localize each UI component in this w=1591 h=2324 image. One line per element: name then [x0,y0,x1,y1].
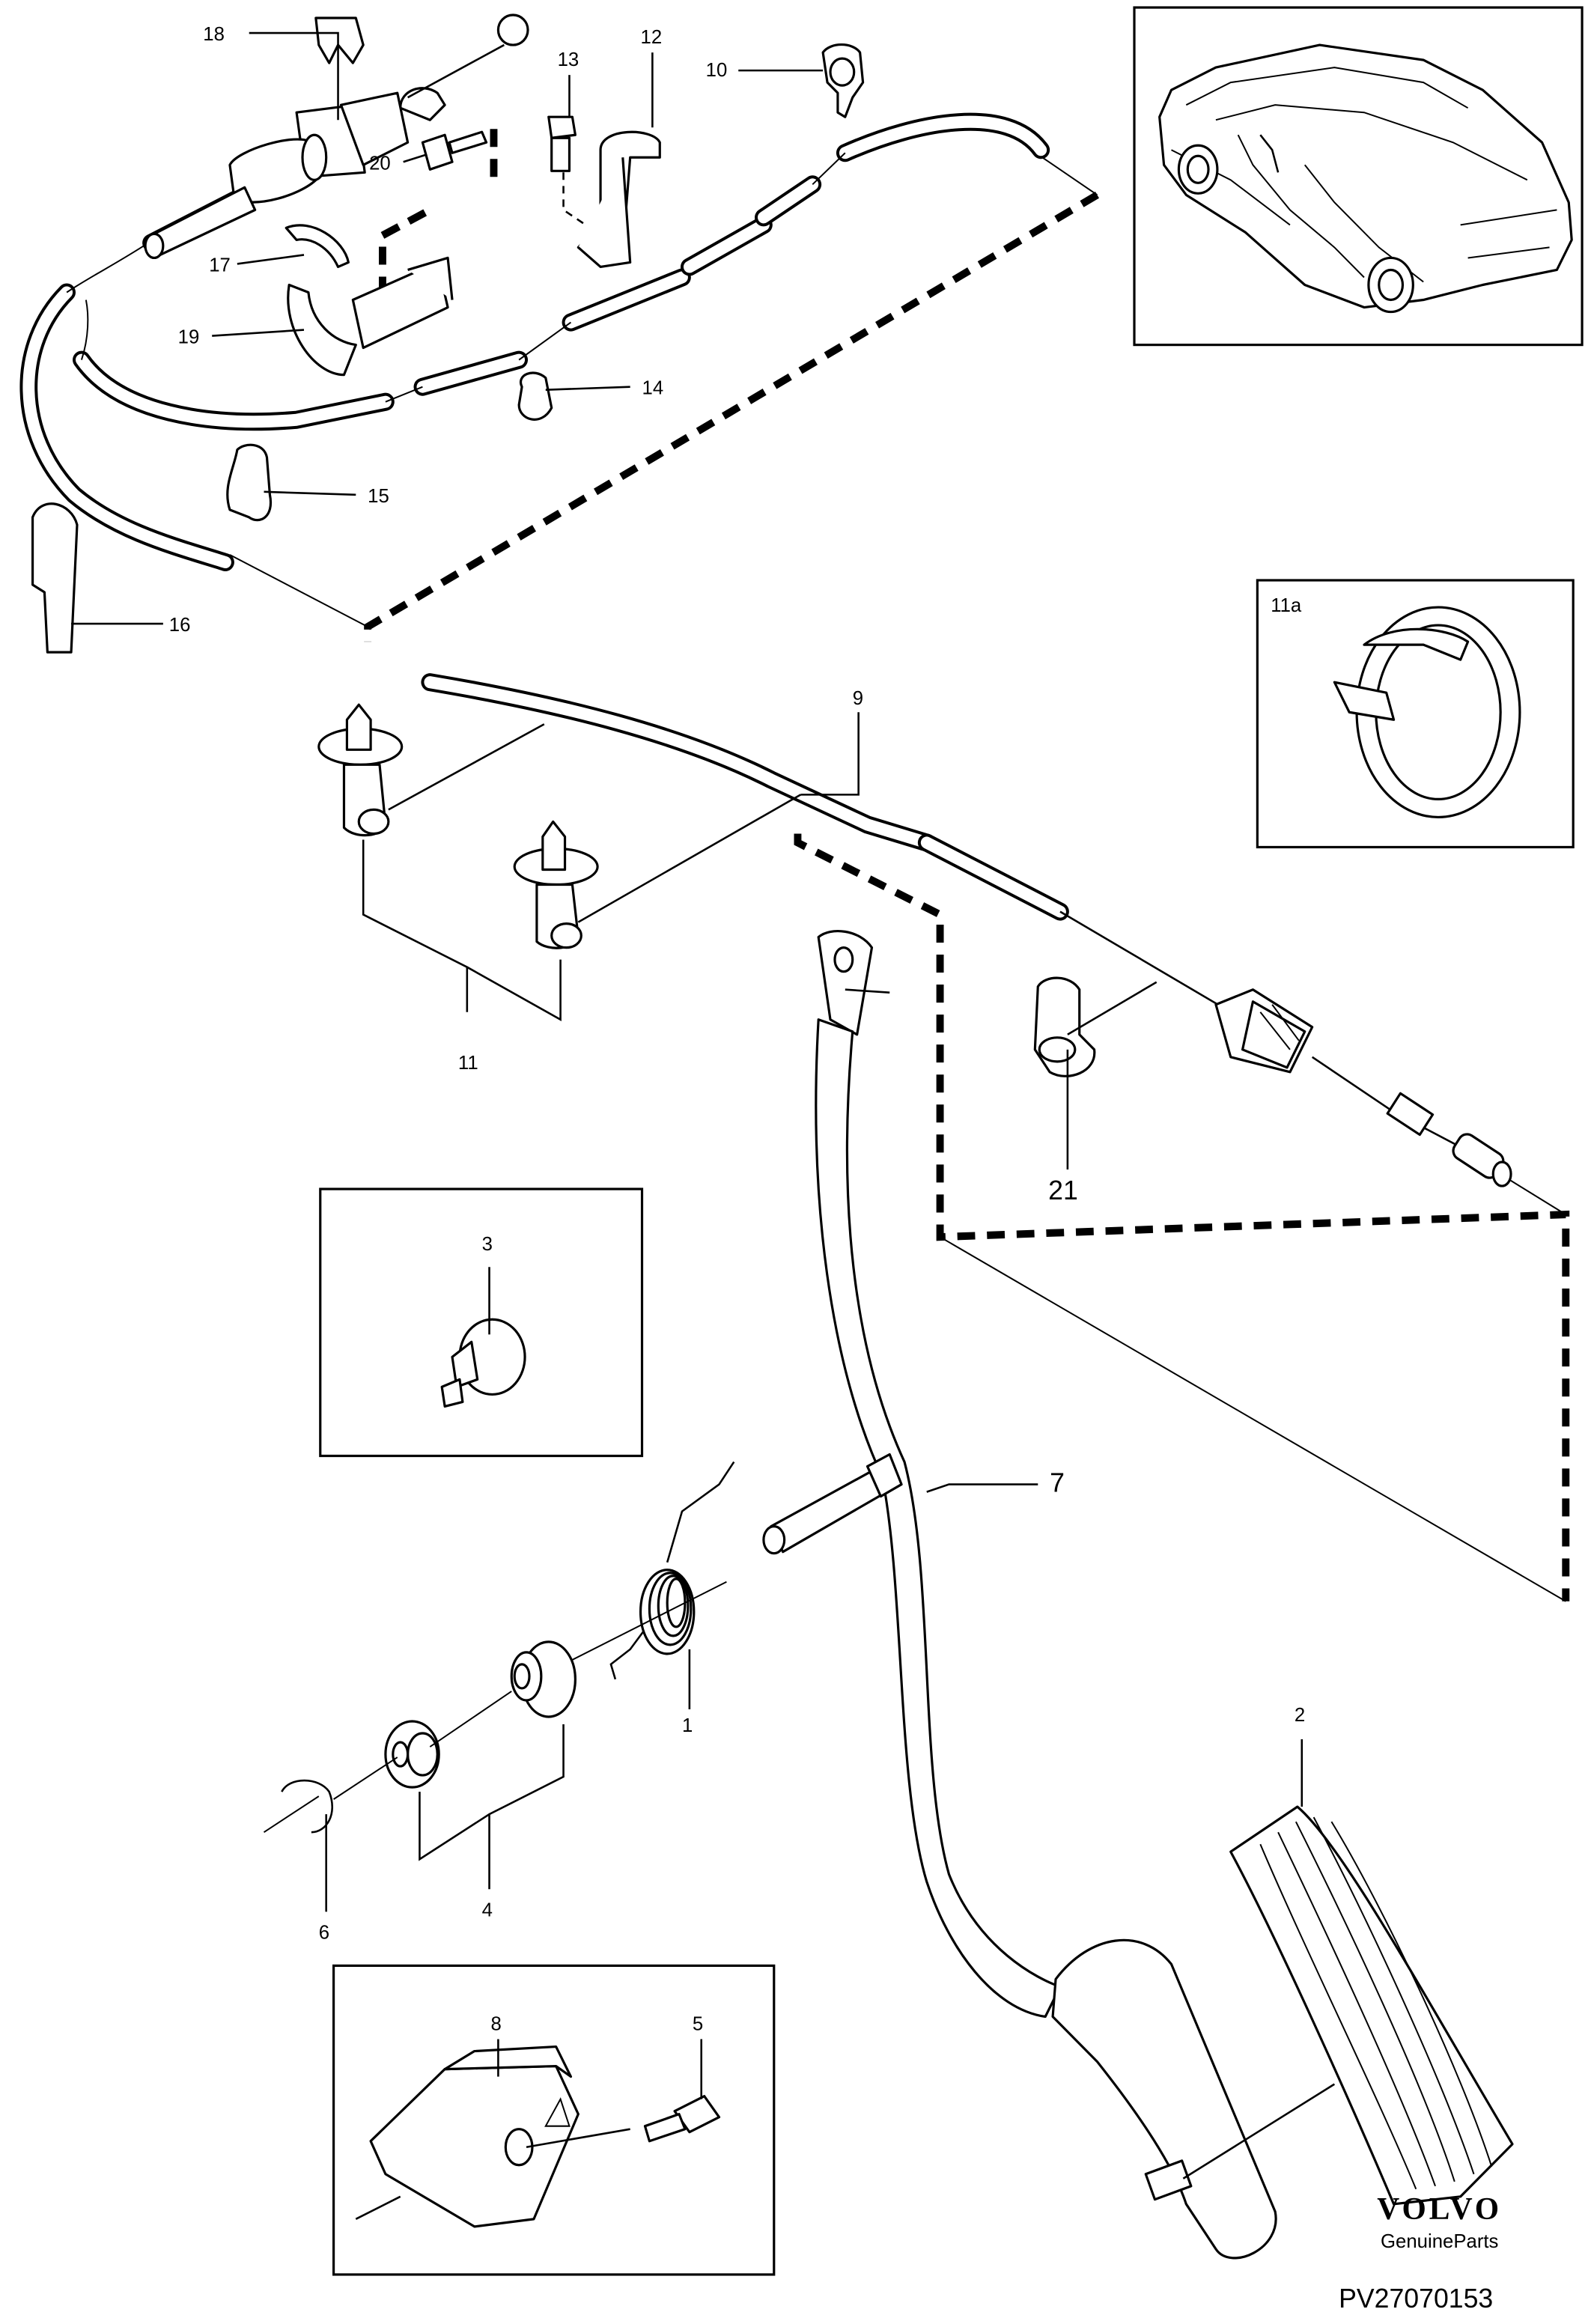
callout-15: 15 [368,486,389,507]
callout-3: 3 [482,1234,493,1255]
car-illustration [1158,43,1573,314]
dashed-link-13 [562,172,586,226]
part-7-pedal-arm [815,929,1277,2260]
part-12-bracket [577,130,661,269]
part-11-fastener-1 [317,703,404,837]
dashed-link-19 [378,206,432,293]
part-19-bracket [287,256,454,377]
part-17-clip [285,224,350,269]
callout-5: 5 [693,2013,703,2034]
part-10-clip [821,43,865,118]
cable-connector-top [144,13,529,260]
callout-11: 11 [458,1053,478,1074]
part-21-clip [1033,976,1096,1077]
part-1-spring [609,1461,735,1680]
part-3-plug [440,1318,526,1408]
part-2-pedal-pad [1229,1805,1514,2206]
part-20-bolt [421,130,488,171]
brand-subtitle: GenuineParts [1380,2229,1499,2252]
dashed-leader-lower [794,833,1570,1601]
callout-14: 14 [642,378,664,399]
part-8-stop-block [369,2045,579,2228]
part-15-clip [226,443,273,522]
part-11a-ring-clip [1333,606,1521,819]
callout-8: 8 [491,2013,502,2034]
callout-12: 12 [641,27,663,48]
callout-17: 17 [209,255,231,276]
leader-lines [71,31,1336,2221]
callout-4: 4 [482,1899,493,1920]
cable-adjuster [1214,988,1314,1074]
part-4-bushing-2 [384,1720,440,1789]
callout-1: 1 [682,1715,693,1736]
part-5-bolt [643,2095,721,2143]
part-14-clip [517,371,553,421]
part-16-clip [31,502,79,654]
callout-18: 18 [203,24,225,45]
dashed-leader-upper [364,192,1099,642]
part-18-clip [314,16,365,64]
callout-13: 13 [558,49,579,70]
brand-logo: VOLVO [1377,2190,1503,2227]
figure-code: PV27070153 [1339,2283,1494,2314]
callout-11a: 11a [1271,595,1302,616]
part-11-fastener-2 [513,820,599,949]
part-6-circlip [263,1779,334,1834]
callout-21: 21 [1048,1175,1078,1205]
part-4-bushing-1 [510,1640,577,1718]
callout-16: 16 [169,615,191,636]
callout-20: 20 [369,153,391,174]
cable-end-fitting [1386,1092,1435,1137]
callout-7: 7 [1050,1467,1065,1497]
callout-6: 6 [319,1922,329,1943]
callout-2: 2 [1295,1705,1305,1726]
pivot-shaft [762,1452,903,1555]
callout-9: 9 [853,688,863,709]
brand-block: VOLVO GenuineParts [1377,2191,1502,2252]
callout-10: 10 [706,60,728,81]
callout-19: 19 [178,326,200,347]
part-13-bolt [547,115,577,172]
